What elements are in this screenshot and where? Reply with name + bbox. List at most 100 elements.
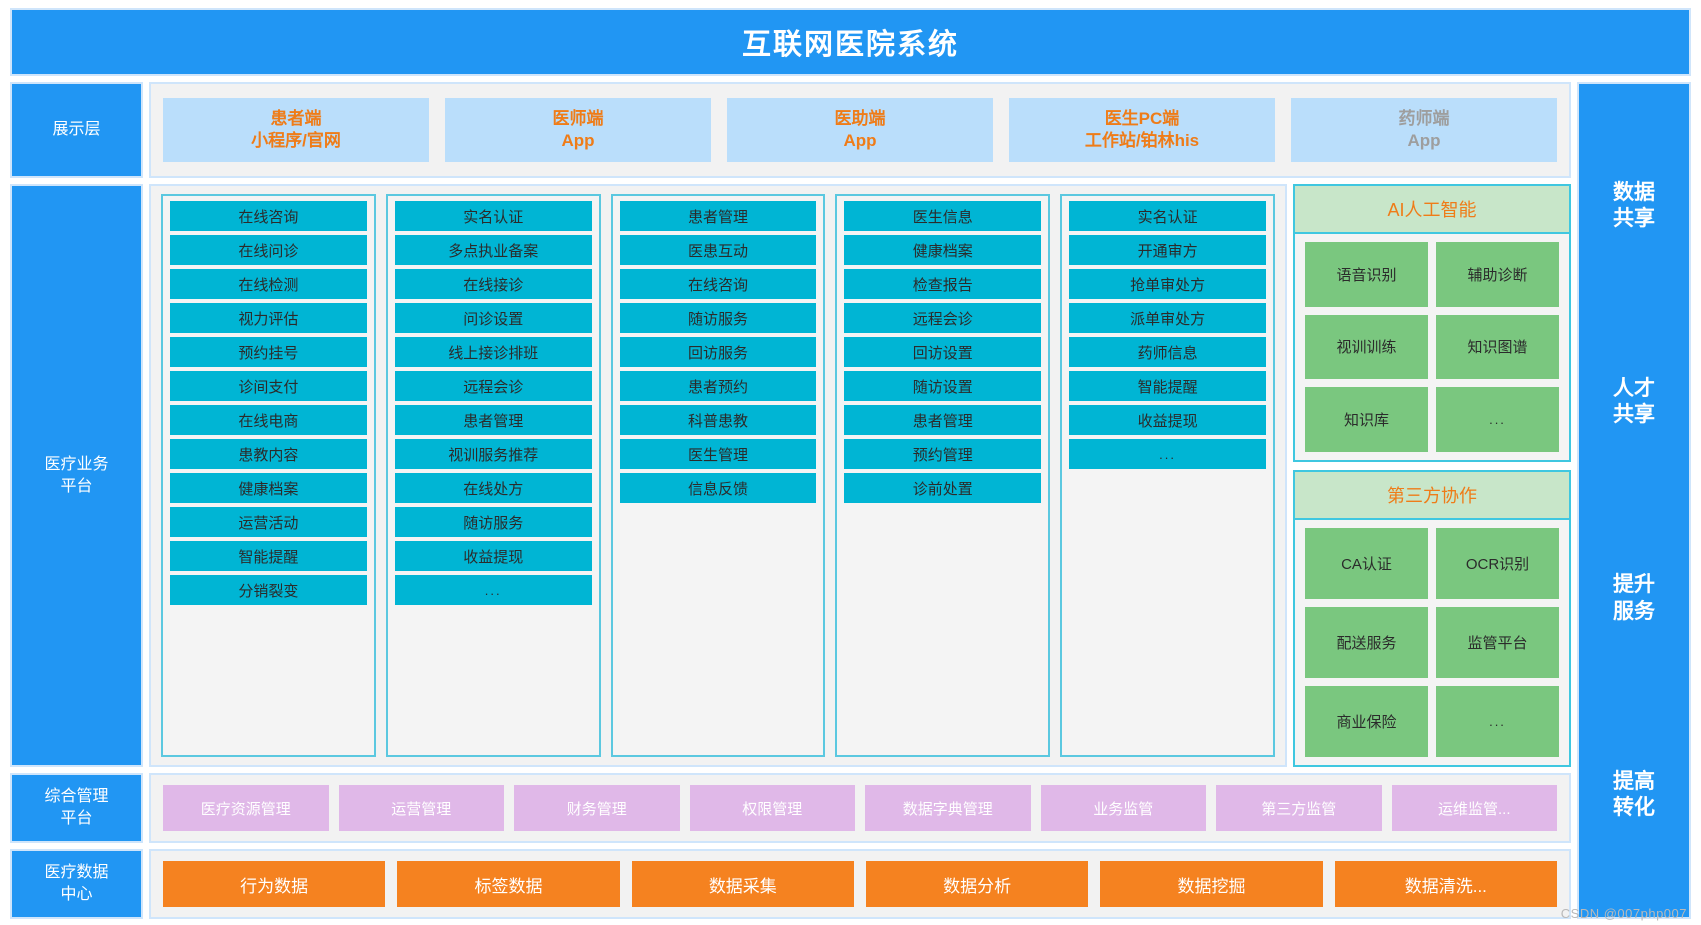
capability-item[interactable]: 知识库 — [1305, 387, 1428, 452]
benefit-item-0: 数据共享 — [1613, 180, 1655, 231]
client-box-assistant[interactable]: 医助端 App — [727, 98, 993, 162]
module-item[interactable]: 药师信息 — [1069, 337, 1266, 367]
module-item[interactable]: 抢单审处方 — [1069, 269, 1266, 299]
module-item[interactable]: 健康档案 — [170, 473, 367, 503]
data-item[interactable]: 数据采集 — [631, 861, 854, 907]
watermark: CSDN @007php007 — [1560, 906, 1687, 921]
module-item[interactable]: 在线检测 — [170, 269, 367, 299]
module-item[interactable]: 收益提现 — [394, 541, 592, 571]
client-box-doctor[interactable]: 医师端 App — [445, 98, 711, 162]
capability-item[interactable]: CA认证 — [1305, 528, 1428, 599]
module-item[interactable]: ... — [394, 575, 592, 605]
module-item[interactable]: 患者管理 — [844, 405, 1042, 435]
ai-panel-grid: 语音识别辅助诊断视训训练知识图谱知识库... — [1295, 234, 1569, 460]
module-item[interactable]: 医患互动 — [619, 235, 817, 265]
module-item[interactable]: 预约管理 — [844, 439, 1042, 469]
module-item[interactable]: 视训服务推荐 — [394, 439, 592, 469]
module-item[interactable]: 线上接诊排班 — [394, 337, 592, 367]
data-item[interactable]: 数据分析 — [865, 861, 1089, 907]
client-box-patient[interactable]: 患者端 小程序/官网 — [163, 98, 429, 162]
client-box-pharmacist[interactable]: 药师端 App — [1291, 98, 1557, 162]
module-item[interactable]: 患者预约 — [619, 371, 817, 401]
module-item[interactable]: 医生信息 — [844, 201, 1042, 231]
capability-item[interactable]: 监管平台 — [1436, 607, 1559, 678]
module-item[interactable]: 远程会诊 — [844, 303, 1042, 333]
module-item[interactable]: 随访设置 — [844, 371, 1042, 401]
layer-presentation: 展示层 — [10, 82, 143, 178]
management-item[interactable]: 数据字典管理 — [865, 785, 1031, 831]
capability-item[interactable]: ... — [1436, 686, 1559, 757]
module-item[interactable]: 远程会诊 — [394, 371, 592, 401]
data-center-panel: 行为数据标签数据数据采集数据分析数据挖掘数据清洗... — [149, 849, 1571, 919]
business-module-panel: 在线咨询在线问诊在线检测视力评估预约挂号诊间支付在线电商患教内容健康档案运营活动… — [149, 184, 1287, 767]
module-item[interactable]: 健康档案 — [844, 235, 1042, 265]
business-column-assistant: 患者管理医患互动在线咨询随访服务回访服务患者预约科普患教医生管理信息反馈 — [610, 194, 826, 757]
module-item[interactable]: 随访服务 — [619, 303, 817, 333]
layer-business-label: 医疗业务平台 — [44, 455, 109, 495]
module-item[interactable]: 回访服务 — [619, 337, 817, 367]
management-item[interactable]: 权限管理 — [689, 785, 855, 831]
module-item[interactable]: 多点执业备案 — [394, 235, 592, 265]
client-line1: 药师端 — [1398, 108, 1450, 128]
module-item[interactable]: 回访设置 — [844, 337, 1042, 367]
module-item[interactable]: 患教内容 — [170, 439, 367, 469]
module-item[interactable]: 信息反馈 — [619, 473, 817, 503]
capability-item[interactable]: OCR识别 — [1436, 528, 1559, 599]
layer-presentation-label: 展示层 — [52, 121, 101, 139]
business-row: 在线咨询在线问诊在线检测视力评估预约挂号诊间支付在线电商患教内容健康档案运营活动… — [149, 184, 1571, 767]
module-item[interactable]: ... — [1069, 439, 1266, 469]
capability-item[interactable]: 辅助诊断 — [1436, 242, 1559, 307]
module-item[interactable]: 患者管理 — [394, 405, 592, 435]
module-item[interactable]: 预约挂号 — [170, 337, 367, 367]
module-item[interactable]: 实名认证 — [1069, 201, 1266, 231]
layer-management: 综合管理平台 — [10, 773, 143, 843]
module-item[interactable]: 运营活动 — [170, 507, 367, 537]
data-item[interactable]: 标签数据 — [397, 861, 620, 907]
management-item[interactable]: 财务管理 — [514, 785, 680, 831]
management-item[interactable]: 医疗资源管理 — [163, 785, 329, 831]
module-item[interactable]: 在线电商 — [170, 405, 367, 435]
data-item[interactable]: 数据清洗... — [1334, 861, 1557, 907]
capability-item[interactable]: 语音识别 — [1305, 242, 1428, 307]
capability-item[interactable]: 知识图谱 — [1436, 314, 1559, 380]
capability-item[interactable]: ... — [1436, 387, 1559, 452]
capability-item[interactable]: 配送服务 — [1305, 607, 1428, 678]
data-item[interactable]: 行为数据 — [163, 861, 386, 907]
module-item[interactable]: 在线接诊 — [394, 269, 592, 299]
ai-panel-title: AI人工智能 — [1295, 186, 1569, 234]
module-item[interactable]: 在线处方 — [394, 473, 592, 503]
third-party-panel-title: 第三方协作 — [1295, 472, 1569, 520]
module-item[interactable]: 诊间支付 — [170, 371, 367, 401]
module-item[interactable]: 检查报告 — [844, 269, 1042, 299]
module-item[interactable]: 智能提醒 — [170, 541, 367, 571]
module-item[interactable]: 实名认证 — [394, 201, 592, 231]
module-item[interactable]: 收益提现 — [1069, 405, 1266, 435]
module-item[interactable]: 在线咨询 — [170, 201, 367, 231]
management-item[interactable]: 运维监管... — [1391, 785, 1557, 831]
module-item[interactable]: 患者管理 — [619, 201, 817, 231]
module-item[interactable]: 问诊设置 — [394, 303, 592, 333]
module-item[interactable]: 在线问诊 — [170, 235, 367, 265]
capability-item[interactable]: 视训训练 — [1305, 314, 1428, 380]
management-item[interactable]: 运营管理 — [338, 785, 504, 831]
module-item[interactable]: 分销裂变 — [170, 575, 367, 605]
benefit-item-3: 提高转化 — [1613, 769, 1655, 819]
module-item[interactable]: 在线咨询 — [619, 269, 817, 299]
management-item[interactable]: 业务监管 — [1040, 785, 1206, 831]
capability-stack: AI人工智能 语音识别辅助诊断视训训练知识图谱知识库... 第三方协作 CA认证… — [1293, 184, 1571, 767]
module-item[interactable]: 诊前处置 — [844, 473, 1042, 503]
module-item[interactable]: 医生管理 — [619, 439, 817, 469]
module-item[interactable]: 随访服务 — [394, 507, 592, 537]
module-item[interactable]: 科普患教 — [619, 405, 817, 435]
management-item[interactable]: 第三方监管 — [1216, 785, 1382, 831]
client-box-doctor-pc[interactable]: 医生PC端 工作站/铂林his — [1009, 98, 1275, 162]
layer-data-center: 医疗数据中心 — [10, 849, 143, 919]
module-item[interactable]: 智能提醒 — [1069, 371, 1266, 401]
layer-business: 医疗业务平台 — [10, 184, 143, 767]
capability-item[interactable]: 商业保险 — [1305, 686, 1428, 757]
module-item[interactable]: 视力评估 — [170, 303, 367, 333]
module-item[interactable]: 开通审方 — [1069, 235, 1266, 265]
module-item[interactable]: 派单审处方 — [1069, 303, 1266, 333]
data-item[interactable]: 数据挖掘 — [1100, 861, 1323, 907]
